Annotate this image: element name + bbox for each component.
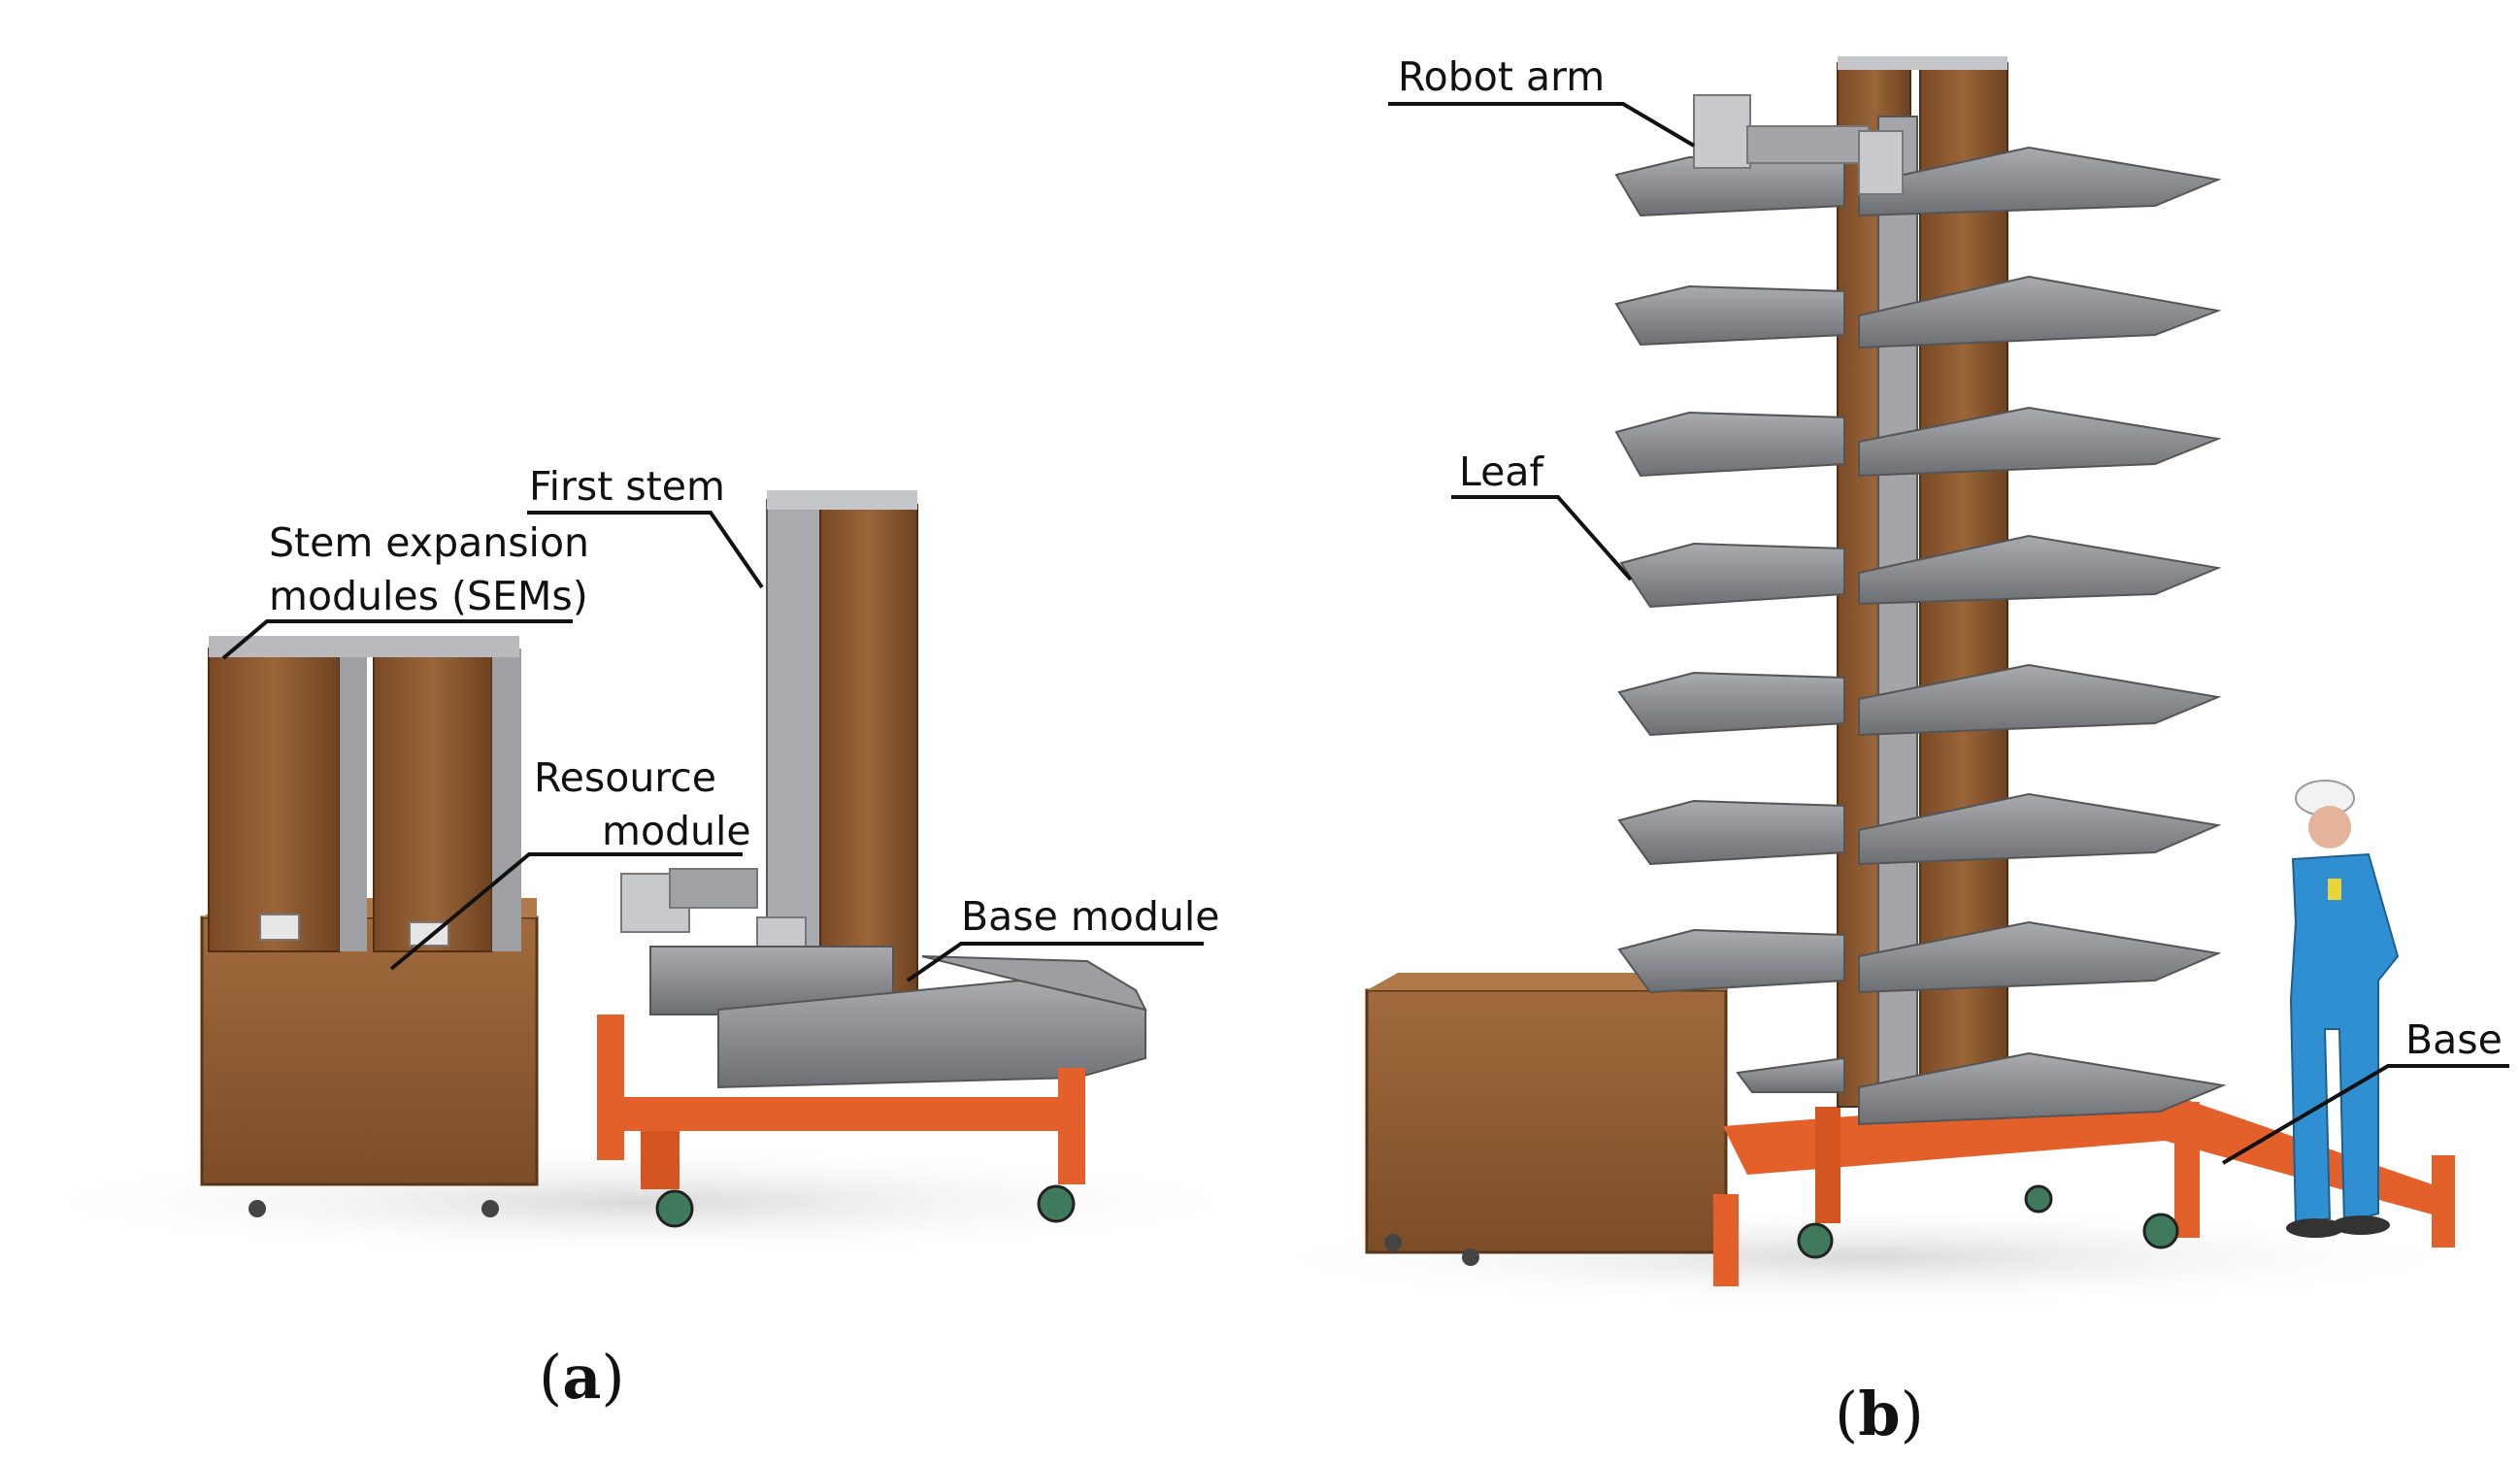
- label-base-module: Base module: [961, 893, 1220, 940]
- caption-a: (a): [539, 1342, 625, 1413]
- panel-a: Stem expansion modules (SEMs) First stem…: [0, 463, 1281, 1413]
- panel-b: Robot arm Leaf Base (b): [1233, 53, 2509, 1449]
- label-leaf: Leaf: [1459, 449, 1544, 495]
- leaves-left: [1614, 155, 1845, 994]
- leader-leaf: [1451, 495, 1633, 582]
- worker-figure: [2286, 780, 2400, 1238]
- sem-modules-illustration: [208, 636, 521, 952]
- leaves-right: [1736, 146, 2227, 1126]
- label-robot-arm: Robot arm: [1398, 53, 1605, 100]
- resource-module-illustration: [200, 898, 539, 1217]
- label-base: Base: [2405, 1016, 2503, 1063]
- leader-sems: [221, 619, 573, 660]
- leader-base: [2221, 1064, 2509, 1165]
- label-resource-line1: Resource: [534, 754, 716, 801]
- leader-first-stem: [527, 511, 764, 589]
- resource-box-b-illustration: [1365, 973, 1728, 1266]
- base-module-illustration: [597, 946, 1147, 1228]
- label-first-stem: First stem: [529, 463, 725, 510]
- robot-arm-b-illustration: [1693, 94, 1904, 195]
- label-sems-line2: modules (SEMs): [269, 573, 588, 619]
- base-b-illustration: [1713, 1092, 2455, 1286]
- leader-base-module: [906, 942, 1204, 982]
- label-resource-line2: module: [602, 808, 751, 854]
- leader-robot-arm: [1388, 102, 1696, 148]
- leader-resource: [389, 852, 743, 971]
- first-stem-illustration: [766, 490, 918, 1006]
- label-sems-line1: Stem expansion: [269, 519, 589, 566]
- caption-b: (b): [1835, 1379, 1924, 1449]
